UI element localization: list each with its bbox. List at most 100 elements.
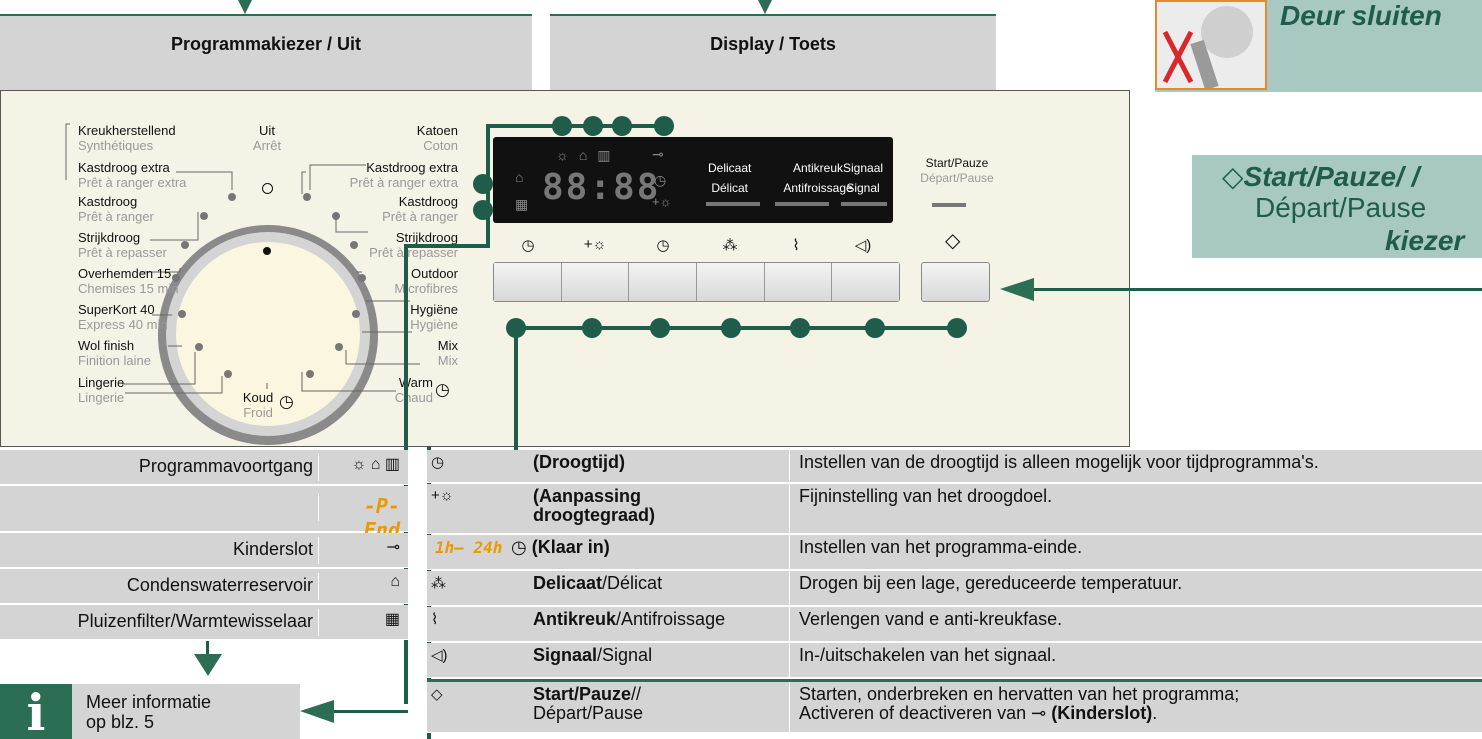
dial-dot	[352, 310, 360, 318]
legend-label: Pluizenfilter/Warmtewisselaar	[77, 611, 313, 631]
time-range: 1h– 24h	[435, 538, 503, 557]
plus-sun-icon: +☼	[583, 236, 607, 253]
arrow-down-icon	[194, 654, 222, 676]
connector-line	[404, 244, 490, 248]
legend-row: Programmavoortgang ☼ ⌂ ▥	[0, 450, 408, 485]
signaal-indicator	[841, 202, 887, 206]
connector-dot	[506, 318, 526, 338]
antikreuk-indicator	[775, 202, 829, 206]
dial-dot	[358, 274, 366, 282]
start-icon: ◇	[431, 686, 443, 703]
antikreuk-button[interactable]	[764, 263, 833, 301]
water-tank-icon: ⌂	[515, 169, 524, 185]
arrow-down-icon	[758, 0, 772, 14]
start-pause-callout-line3: kiezer	[1385, 225, 1465, 256]
table-cell: Drogen bij een lage, gereduceerde temper…	[799, 573, 1183, 593]
dial-dot	[335, 343, 343, 351]
dial-leader-lines	[65, 123, 420, 394]
door-close-title: Deur sluiten	[1280, 0, 1442, 31]
start-pause-callout-line2: Départ/Pause	[1255, 192, 1427, 223]
table-row: ◁) Signaal/Signal In-/uitschakelen van h…	[427, 643, 1482, 678]
clock-dry-icon: ◷	[431, 454, 445, 471]
connector-dot	[552, 116, 572, 136]
program-progress-icons: ☼⌂▥	[556, 147, 621, 163]
anti-crease-icon: ⌇	[431, 611, 439, 628]
dial-dot	[350, 241, 358, 249]
plus-sun-icon: +☼	[652, 194, 672, 209]
clock-icon: ◷	[511, 537, 532, 557]
table-cell: In-/uitschakelen van het signaal.	[799, 645, 1057, 665]
info-icon: i	[0, 684, 72, 739]
start-pause-callout-line1: ◇Start/Pauze/ /	[1222, 161, 1420, 192]
connector-line	[1030, 288, 1482, 291]
connector-dot	[583, 116, 603, 136]
key-icon: ⊸	[318, 537, 408, 564]
start-icon: ◇	[1222, 161, 1244, 192]
dial-pointer	[263, 247, 271, 255]
door-illustration	[1155, 0, 1267, 91]
anti-crease-icon: ⌇	[792, 237, 800, 254]
filter-icon: ▦	[515, 196, 529, 212]
dial-dot	[303, 193, 311, 201]
table-cell: Fijninstelling van het droogdoel.	[799, 486, 1053, 506]
connector-dot	[654, 116, 674, 136]
klaar-in-button[interactable]	[629, 263, 698, 301]
start-pause-callout	[1192, 155, 1482, 258]
connector-dot	[865, 318, 885, 338]
arrow-down-icon	[238, 0, 252, 14]
clock-dry-icon: ◷	[435, 380, 450, 399]
legend-row: Pluizenfilter/Warmtewisselaar ▦	[0, 605, 408, 640]
table-cell: Verlengen vand e anti-kreukfase.	[799, 609, 1063, 629]
start-indicator	[932, 203, 966, 207]
connector-dot	[790, 318, 810, 338]
program-dial[interactable]	[176, 242, 360, 426]
button-row	[493, 262, 900, 302]
droogtijd-button[interactable]	[494, 263, 562, 301]
connector-dot	[650, 318, 670, 338]
start-icon: ◇	[945, 230, 961, 252]
table-cell: Instellen van de droogtijd is alleen mog…	[799, 452, 1319, 472]
dial-dot	[228, 193, 236, 201]
delicaat-indicator	[706, 202, 760, 206]
delicaat-button[interactable]	[697, 263, 765, 301]
legend-row: Condenswaterreservoir ⌂	[0, 569, 408, 604]
table-row: ◷ (Droogtijd) Instellen van de droogtijd…	[427, 450, 1482, 483]
plus-sun-icon: +☼	[431, 487, 454, 504]
delicate-icon: ⁂	[722, 237, 738, 254]
dial-dot	[172, 274, 180, 282]
legend-label: Kinderslot	[232, 539, 313, 559]
table-row: ◇ Start/Pauze//Départ/Pause Starten, ond…	[427, 679, 1482, 733]
connector-dot	[947, 318, 967, 338]
header-display-label: Display / Toets	[710, 34, 836, 54]
lcd-display	[493, 137, 893, 223]
legend-row: -P- End	[0, 486, 408, 542]
dial-dot	[224, 370, 232, 378]
arrow-left-icon	[1000, 278, 1034, 301]
speaker-icon: ◁)	[431, 647, 448, 664]
clock-dry-icon: ◷	[279, 392, 294, 411]
start-pause-button[interactable]	[921, 262, 990, 302]
clock-icon: ◷	[656, 237, 670, 254]
droogtegraad-button[interactable]	[561, 263, 630, 301]
info-box	[72, 684, 300, 739]
dial-dot	[181, 241, 189, 249]
signaal-button[interactable]	[832, 263, 900, 301]
dial-dot	[200, 212, 208, 220]
table-row: ⁂ Delicaat/Délicat Drogen bij een lage, …	[427, 571, 1482, 606]
